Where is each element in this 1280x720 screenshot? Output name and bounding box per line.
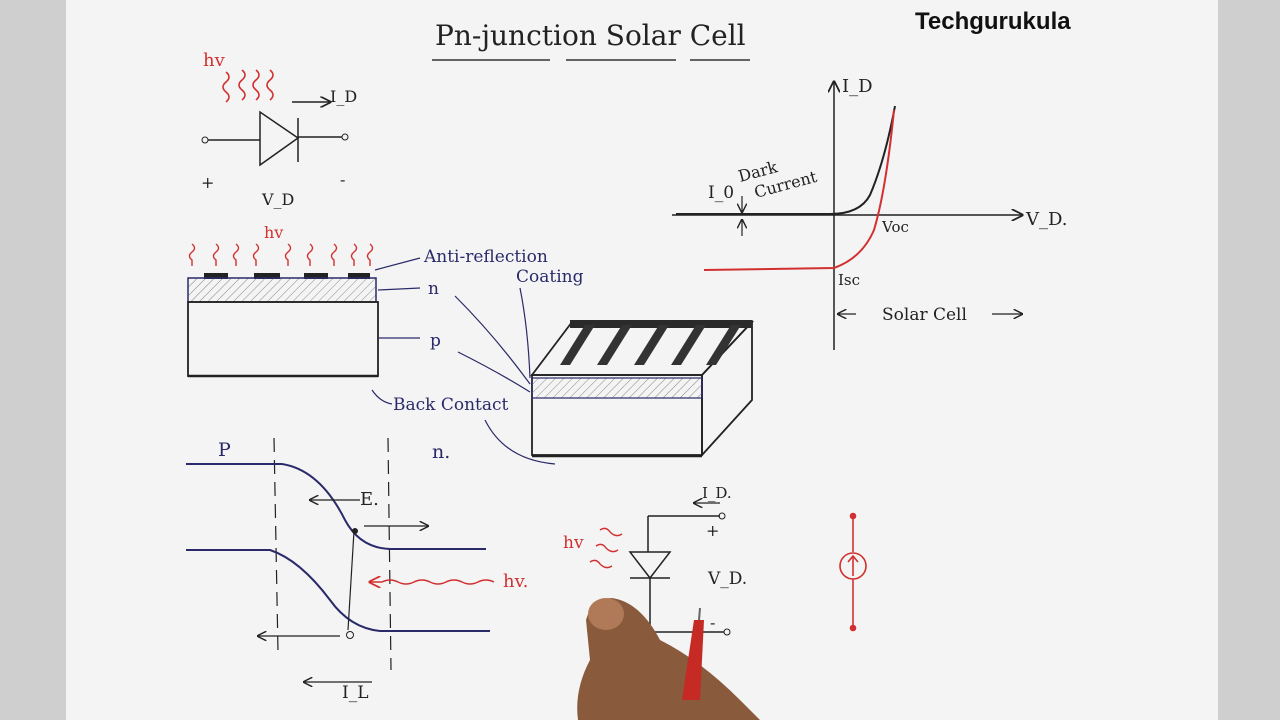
- p-layer-label: p: [430, 331, 441, 351]
- cross-hv-label: hv: [264, 223, 283, 242]
- arc-label-2: Coating: [516, 267, 584, 287]
- iv-graph: I_D V_D. I_0 Dark Current Voc Isc Solar …: [672, 76, 1068, 350]
- photodiode-circuit: hv I_D. + V_D. -: [563, 484, 747, 636]
- symbol-plus: +: [201, 173, 214, 192]
- symbol-voltage-label: V_D: [261, 190, 294, 209]
- circuit-current-label: I_D.: [702, 484, 732, 502]
- n-layer-label: n: [428, 279, 439, 299]
- current-source-symbol: [839, 512, 867, 632]
- band-diagram: P n. E. hv. I_L: [186, 437, 528, 703]
- circuit-voltage-label: V_D.: [707, 569, 747, 589]
- symbol-hv-label: hv: [203, 50, 226, 71]
- band-field-label: E.: [360, 489, 379, 510]
- symbol-minus: -: [340, 170, 345, 189]
- band-il-label: I_L: [342, 683, 369, 703]
- voc-label: Voc: [881, 218, 909, 236]
- back-contact-label: Back Contact: [393, 395, 509, 415]
- arc-label-1: Anti-reflection: [423, 247, 548, 267]
- brand-watermark: Techgurukula: [915, 8, 1071, 35]
- dark-current-i0: I_0: [708, 183, 734, 203]
- x-axis-label: V_D.: [1025, 209, 1068, 230]
- y-axis-label: I_D: [842, 76, 873, 97]
- band-n-label: n.: [432, 441, 450, 463]
- symbol-current-label: I_D: [330, 87, 357, 106]
- circuit-hv-label: hv: [563, 533, 584, 553]
- solar-cell-3d: [530, 319, 755, 458]
- band-hv-label: hv.: [503, 571, 528, 592]
- presenter-hand: [577, 598, 760, 720]
- isc-label: Isc: [838, 271, 860, 289]
- circuit-plus: +: [706, 521, 719, 540]
- page-title: Pn-junction Solar Cell: [435, 19, 746, 52]
- cross-section-diagram: hv Anti-reflection Coating n p Back Cont…: [187, 223, 584, 465]
- solar-cell-label: Solar Cell: [882, 305, 967, 325]
- diode-symbol: hv I_D + V_D -: [201, 50, 357, 209]
- band-p-label: P: [218, 439, 231, 461]
- circuit-minus: -: [710, 613, 715, 632]
